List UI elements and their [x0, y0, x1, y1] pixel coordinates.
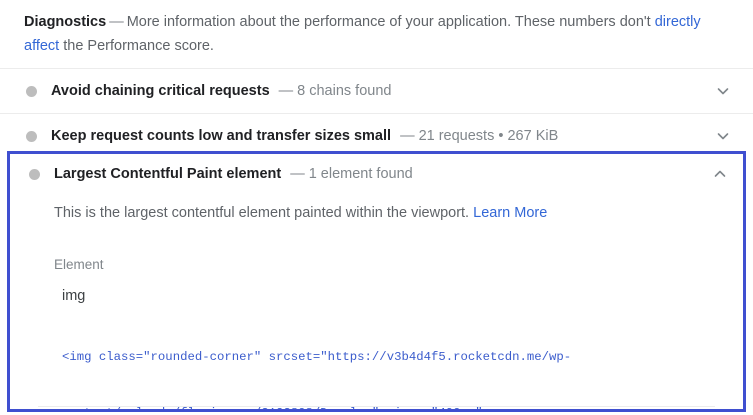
learn-more-link[interactable]: Learn More — [473, 205, 548, 221]
expanded-audit-body: This is the largest contentful element p… — [10, 194, 743, 409]
code-line: <img class="rounded-corner" srcset="http… — [62, 350, 572, 365]
audit-subtitle-dash: — — [278, 83, 294, 99]
chevron-up-icon[interactable] — [712, 166, 728, 182]
audit-description: This is the largest contentful element p… — [54, 194, 721, 224]
expanded-audit: Largest Contentful Paint element —1 elem… — [10, 154, 743, 409]
audit-subtitle-value: 1 element found — [308, 166, 413, 182]
chevron-down-icon[interactable] — [715, 128, 731, 144]
element-code-snippet[interactable]: <img class="rounded-corner" srcset="http… — [54, 304, 721, 409]
audit-row-avoid-chaining-critical-requests[interactable]: Avoid chaining critical requests —8 chai… — [0, 69, 753, 113]
audit-row-keep-request-counts-low[interactable]: Keep request counts low and transfer siz… — [0, 114, 753, 158]
gray-circle-icon — [29, 168, 40, 180]
audit-title: Keep request counts low and transfer siz… — [51, 128, 392, 144]
header-description-after-link: the Performance score. — [59, 38, 214, 54]
element-column-header: Element — [54, 257, 104, 272]
gray-circle-icon — [26, 85, 37, 97]
audit-subtitle: —8 chains found — [279, 83, 392, 99]
header-description-before-link: More information about the performance o… — [126, 14, 655, 30]
element-node-name: img — [62, 288, 86, 304]
audit-subtitle-dash: — — [290, 166, 305, 182]
audit-subtitle: —21 requests • 267 KiB — [400, 128, 558, 144]
audit-subtitle-value: 21 requests • 267 KiB — [418, 128, 559, 144]
directly-affect-link[interactable]: directly affect — [24, 14, 701, 54]
header-dash: — — [109, 14, 124, 30]
audit-subtitle-dash: — — [400, 128, 415, 144]
audit-row: Keep request counts low and transfer siz… — [0, 113, 753, 158]
chevron-down-icon[interactable] — [715, 83, 731, 99]
audit-title: Largest Contentful Paint element — [54, 166, 282, 182]
page-title: Diagnostics — [24, 14, 107, 30]
audit-row: Avoid chaining critical requests —8 chai… — [0, 68, 753, 113]
gray-circle-icon — [26, 130, 37, 142]
diagnostics-header: Diagnostics—More information about the p… — [0, 0, 753, 64]
audit-list: Avoid chaining critical requests —8 chai… — [0, 68, 753, 158]
audit-subtitle-value: 8 chains found — [297, 83, 392, 99]
divider — [38, 406, 715, 407]
highlighted-audit-container: Largest Contentful Paint element —1 elem… — [7, 151, 746, 412]
code-line: content/uploads/fly-images/3123808/Devel… — [62, 404, 721, 409]
audit-subtitle: —1 element found — [290, 166, 413, 182]
audit-description-text: This is the largest contentful element p… — [54, 205, 474, 221]
audit-row-largest-contentful-paint-element[interactable]: Largest Contentful Paint element —1 elem… — [10, 154, 743, 194]
audit-title: Avoid chaining critical requests — [51, 83, 270, 99]
